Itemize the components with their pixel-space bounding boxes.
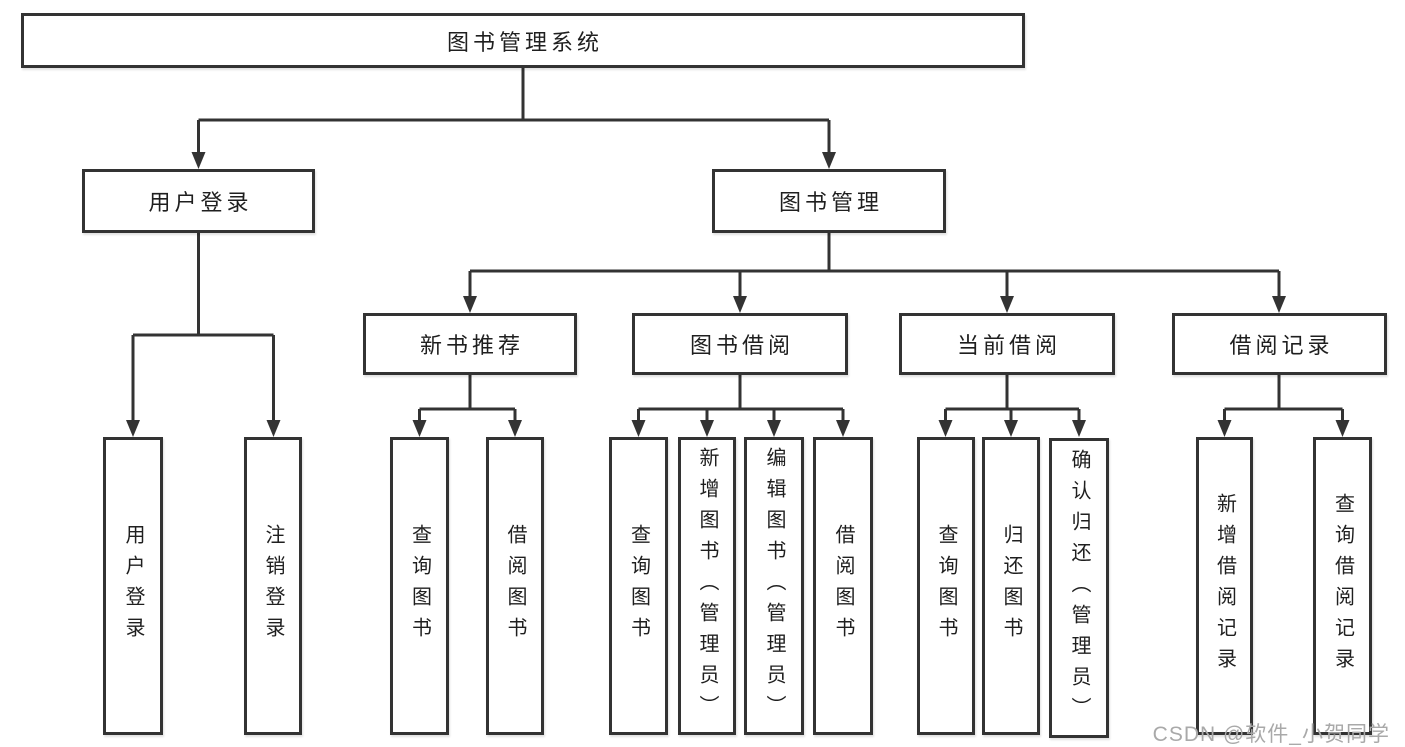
leaf-bb-add-books-admin-label: 新增图书（管理员） [696, 446, 718, 726]
leaf-nb-query-books: 查询图书 [390, 437, 449, 735]
node-root: 图书管理系统 [21, 13, 1025, 68]
leaf-br-add-record-label: 新增借阅记录 [1213, 493, 1236, 679]
leaf-br-query-record: 查询借阅记录 [1313, 437, 1372, 735]
leaf-bb-query-books: 查询图书 [609, 437, 668, 735]
node-current-borrow-label: 当前借阅 [956, 333, 1061, 358]
leaf-nb-query-books-label: 查询图书 [408, 524, 431, 648]
node-book-management: 图书管理 [712, 169, 946, 233]
leaf-logout: 注销登录 [244, 437, 302, 735]
leaf-bb-edit-books-admin: 编辑图书（管理员） [744, 437, 804, 735]
leaf-logout-label: 注销登录 [262, 524, 284, 648]
node-new-book-recommend-label: 新书推荐 [419, 333, 524, 358]
csdn-watermark: CSDN @软件_小贺同学 [1152, 723, 1390, 746]
leaf-br-add-record: 新增借阅记录 [1196, 437, 1253, 735]
node-user-login: 用户登录 [82, 169, 315, 233]
leaf-bb-add-books-admin: 新增图书（管理员） [678, 437, 736, 735]
leaf-user-login-label: 用户登录 [122, 524, 144, 648]
leaf-br-query-record-label: 查询借阅记录 [1331, 493, 1354, 679]
leaf-cb-confirm-return-admin-label: 确认归还（管理员） [1068, 448, 1090, 728]
leaf-cb-query-books: 查询图书 [917, 437, 975, 735]
leaf-cb-query-books-label: 查询图书 [935, 524, 957, 648]
leaf-bb-borrow-books-label: 借阅图书 [832, 524, 854, 648]
leaf-cb-return-books: 归还图书 [982, 437, 1040, 735]
leaf-cb-confirm-return-admin: 确认归还（管理员） [1049, 438, 1109, 738]
leaf-user-login: 用户登录 [103, 437, 163, 735]
node-new-book-recommend: 新书推荐 [363, 313, 577, 375]
leaf-nb-borrow-books-label: 借阅图书 [504, 524, 526, 648]
leaf-nb-borrow-books: 借阅图书 [486, 437, 544, 735]
node-borrow-records-label: 借阅记录 [1229, 333, 1334, 358]
node-book-borrow: 图书借阅 [632, 313, 848, 375]
leaf-bb-query-books-label: 查询图书 [627, 524, 650, 648]
leaf-bb-borrow-books: 借阅图书 [813, 437, 873, 735]
leaf-cb-return-books-label: 归还图书 [1000, 524, 1022, 648]
node-book-management-label: 图书管理 [778, 190, 883, 215]
node-current-borrow: 当前借阅 [899, 313, 1115, 375]
leaf-bb-edit-books-admin-label: 编辑图书（管理员） [763, 446, 785, 726]
node-user-login-label: 用户登录 [148, 190, 253, 215]
node-borrow-records: 借阅记录 [1172, 313, 1387, 375]
node-book-borrow-label: 图书借阅 [689, 333, 794, 358]
node-root-label: 图书管理系统 [446, 29, 603, 55]
